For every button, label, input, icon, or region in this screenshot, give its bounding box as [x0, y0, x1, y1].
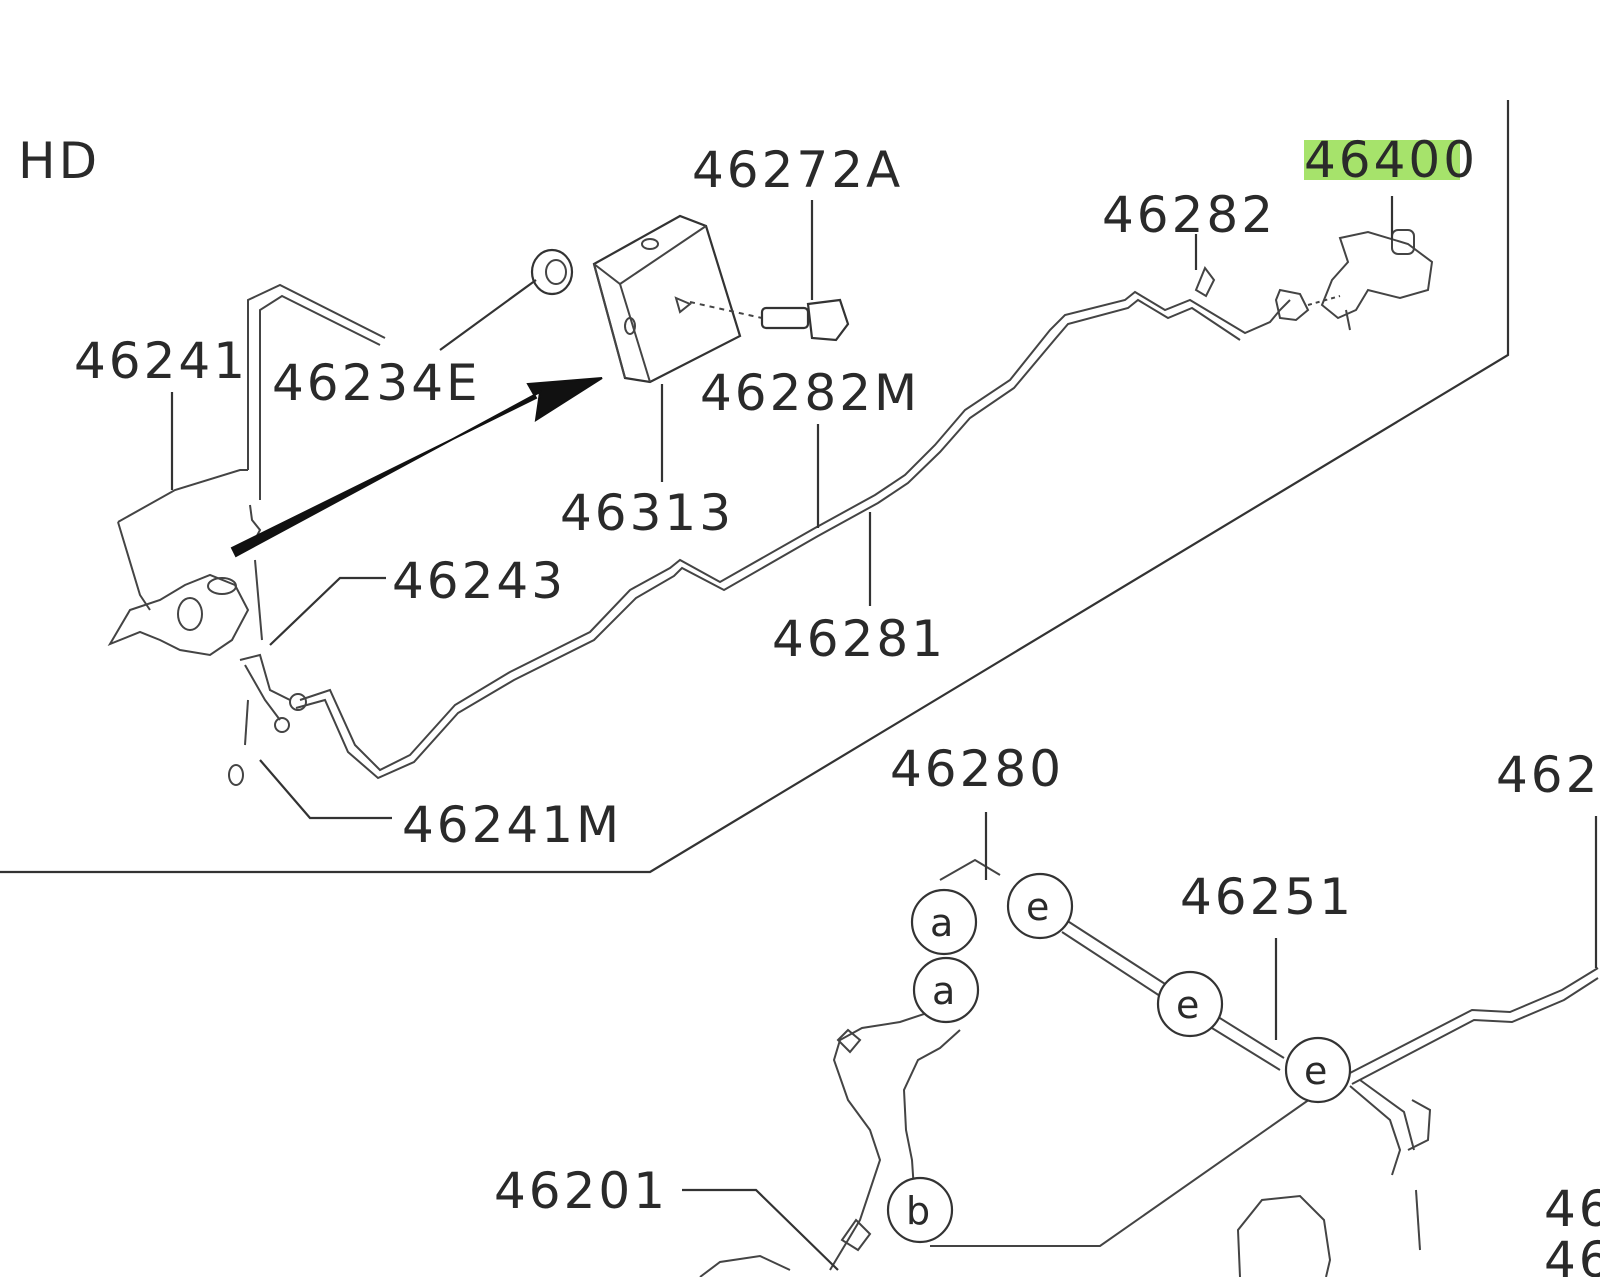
connector-a2: a — [912, 956, 980, 1024]
section-frame — [0, 100, 1510, 874]
svg-text:e: e — [1176, 983, 1199, 1027]
part-label-46241M: 46241M — [402, 796, 622, 854]
part-46282-clip — [1194, 265, 1216, 298]
svg-text:a: a — [932, 969, 955, 1013]
connector-b1: b — [886, 1176, 954, 1244]
part-46281-pipe — [295, 290, 1291, 780]
part-46313-block — [592, 214, 742, 384]
part-label-46281: 46281 — [772, 610, 946, 668]
connector-e1: e — [1006, 872, 1074, 940]
part-46243-bracket — [107, 504, 307, 786]
part-label-462-cut: 462 — [1496, 746, 1600, 804]
part-46400-valve — [1274, 229, 1434, 331]
part-46241-tube — [117, 283, 386, 611]
part-label-46282: 46282 — [1102, 186, 1276, 244]
part-label-46-cut-a: 46 — [1544, 1180, 1600, 1238]
svg-text:b: b — [906, 1189, 930, 1233]
connector-a1: a — [910, 888, 978, 956]
svg-text:e: e — [1026, 885, 1049, 929]
section-label: HD — [18, 132, 100, 190]
part-label-46241: 46241 — [74, 332, 248, 390]
direction-arrow-icon — [230, 377, 603, 558]
part-label-46234E: 46234E — [272, 354, 481, 412]
connector-e3: e — [1284, 1036, 1352, 1104]
part-label-46251: 46251 — [1180, 868, 1354, 926]
part-label-46282M: 46282M — [700, 364, 920, 422]
svg-text:a: a — [930, 901, 953, 945]
svg-text:e: e — [1304, 1049, 1327, 1093]
part-highlight — [1304, 140, 1460, 180]
connector-e2: e — [1156, 970, 1224, 1038]
part-46201-pipe — [699, 1008, 1332, 1277]
part-46272A-bolt — [689, 298, 850, 342]
part-label-46-cut-b: 46 — [1544, 1231, 1600, 1277]
part-label-46280: 46280 — [890, 740, 1064, 798]
leader-lines-upper — [170, 196, 1394, 820]
part-label-46243: 46243 — [392, 552, 566, 610]
part-label-46272A: 46272A — [692, 141, 903, 199]
part-label-46400: 46400 — [1304, 131, 1478, 189]
leader-lines-lower — [682, 812, 1598, 1271]
part-46251-pipe — [930, 858, 1599, 1251]
part-label-46313: 46313 — [560, 484, 734, 542]
part-label-46201: 46201 — [494, 1162, 668, 1220]
part-46234E-grommet — [530, 248, 574, 296]
